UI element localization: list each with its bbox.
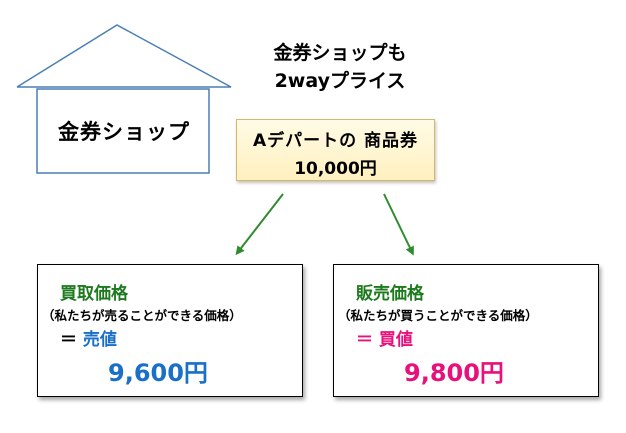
- sell-price-heading: 販売価格: [356, 284, 424, 304]
- title-line-1: 金券ショップも: [273, 42, 407, 64]
- buy-price-amount: 9,600円: [108, 359, 208, 387]
- buy-price-equals: ＝ 売値: [60, 325, 117, 350]
- arrow-to-right-box: [383, 193, 414, 256]
- equals-sign: ＝: [60, 330, 77, 350]
- coupon-name: Aデパートの 商品券: [252, 131, 419, 151]
- buy-value-label: 買値: [378, 330, 413, 350]
- sell-price-equals: ＝ 買値: [356, 325, 413, 350]
- equals-sign: ＝: [356, 330, 373, 350]
- sell-price-subtitle: （私たちが買うことができる価格）: [338, 308, 538, 323]
- buy-price-subtitle: （私たちが売ることができる価格）: [42, 308, 242, 323]
- sell-price-amount: 9,800円: [404, 359, 504, 387]
- sell-value-label: 売値: [82, 330, 117, 350]
- title-line-2: 2wayプライス: [274, 70, 406, 92]
- coupon-box: Aデパートの 商品券 10,000円: [236, 119, 435, 181]
- arrow-to-left-box: [235, 193, 284, 256]
- coupon-price: 10,000円: [294, 159, 377, 179]
- buy-price-heading: 買取価格: [60, 284, 128, 304]
- sell-price-box: 販売価格 （私たちが買うことができる価格） ＝ 買値 9,800円: [333, 264, 599, 397]
- shop-label: 金券ショップ: [58, 120, 190, 144]
- buy-price-box: 買取価格 （私たちが売ることができる価格） ＝ 売値 9,600円: [37, 264, 303, 397]
- house-roof: [16, 24, 232, 88]
- house-body: [36, 88, 210, 174]
